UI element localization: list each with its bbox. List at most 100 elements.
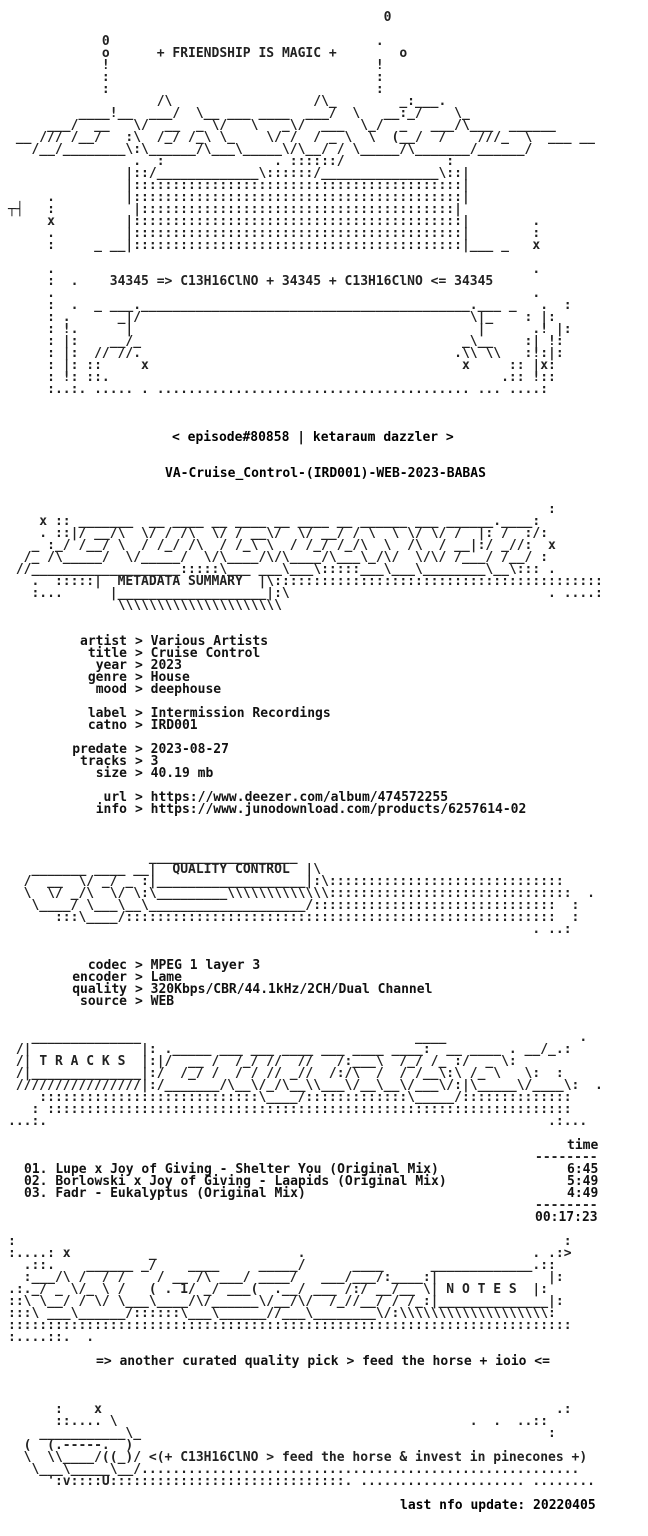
ascii-art: ////////////////|:/_______/\__\/_/\__\\_… bbox=[8, 1078, 603, 1093]
ascii-art: :....::. . bbox=[8, 1330, 95, 1345]
predate-value: > 2023-08-27 bbox=[135, 742, 229, 757]
ascii-art: :..:. ..... . ..........................… bbox=[8, 382, 549, 397]
banner-title: + FRIENDSHIP IS MAGIC + bbox=[156, 46, 337, 61]
codec-label: codec bbox=[87, 958, 127, 973]
ascii-art: 0 . bbox=[8, 34, 384, 49]
track-number: 03. bbox=[24, 1186, 48, 1201]
ascii-art: /|______________|:/ /_/ / / / // _// /:/… bbox=[8, 1066, 564, 1081]
title-text: Cruise Control bbox=[150, 646, 261, 661]
ascii-art: : . _ ___.______________________________… bbox=[8, 298, 572, 313]
ascii-art: \___\_____\__/..........................… bbox=[8, 1462, 580, 1477]
notes-section-title: N O T E S bbox=[446, 1282, 517, 1297]
ascii-art: ( (.-----. ) bbox=[8, 1438, 134, 1453]
quality-section-title: QUALITY CONTROL bbox=[172, 862, 290, 877]
label-label: label bbox=[87, 706, 127, 721]
track-number: 02. bbox=[24, 1174, 48, 1189]
catno-text: IRD001 bbox=[150, 718, 198, 733]
release-name: VA-Cruise_Control-(IRD001)-WEB-2023-BABA… bbox=[165, 466, 486, 481]
ascii-art: . |:::::::::::::::::::::::::::::::::::::… bbox=[8, 226, 541, 241]
ascii-art: /__/________\:\______/\___\_____\/\__/ /… bbox=[8, 142, 533, 157]
encoder-text: Lame bbox=[150, 970, 182, 985]
year-text: 2023 bbox=[150, 658, 182, 673]
ascii-art: \\\\\\\\\\\\\\\\\\\\\ bbox=[8, 598, 282, 613]
last-update: last nfo update: 20220405 bbox=[400, 1498, 596, 1513]
ascii-art: . . bbox=[8, 286, 541, 301]
artist-label: artist bbox=[80, 634, 127, 649]
track-time: 6:45 bbox=[567, 1162, 599, 1177]
ascii-art: : |: __/_ _\__ :| !: bbox=[8, 334, 564, 349]
label-value: > Intermission Recordings bbox=[135, 706, 331, 721]
episode-line: < episode#80858 | ketaraum dazzler > bbox=[172, 430, 454, 445]
codec-text: MPEG 1 layer 3 bbox=[150, 958, 261, 973]
encoder-value: > Lame bbox=[135, 970, 182, 985]
ascii-art: __ /// /__/ :\ /_/ /_\ \_ \/ / / _ \ \ (… bbox=[8, 130, 595, 145]
ascii-art: ___________________ bbox=[8, 850, 298, 865]
notes-text: => another curated quality pick > feed t… bbox=[96, 1354, 550, 1369]
codec-value: > MPEG 1 layer 3 bbox=[135, 958, 261, 973]
track-time: 5:49 bbox=[567, 1174, 599, 1189]
track-row: 01. Lupe x Joy of Giving - Shelter You (… bbox=[24, 1163, 439, 1176]
ascii-art: ::.... \ . . ..:: bbox=[8, 1414, 549, 1429]
track-time: 4:49 bbox=[567, 1186, 599, 1201]
track-row: 02. Borlowski x Joy of Giving - Laapids … bbox=[24, 1174, 447, 1189]
ascii-art: : . 34345 => C13H16ClNO + 34345 + C13H16… bbox=[8, 274, 494, 289]
ascii-art: ___/ __ \/ __ _ \/ \ _\/ ___ \_/ _ ___/\… bbox=[8, 118, 556, 133]
url-link[interactable]: https://www.deezer.com/album/474572255 bbox=[150, 790, 449, 805]
ascii-art: \____/ \___\__\____________________/::::… bbox=[8, 898, 580, 913]
label-text: Intermission Recordings bbox=[150, 706, 331, 721]
source-text: WEB bbox=[150, 994, 175, 1009]
ascii-art: :::\____/:::::::::::::::::::::::::::::::… bbox=[8, 910, 580, 925]
encoder-label: encoder bbox=[72, 970, 127, 985]
ascii-art: _______ ____ __| QUALITY CONTROL |\ bbox=[8, 862, 322, 877]
track-title: Fadr - Eukalyptus (Original Mix) bbox=[55, 1186, 306, 1201]
ascii-art: ___________\_ : bbox=[8, 1426, 556, 1441]
formula-line: 34345 => C13H16ClNO + 34345 + C13H16ClNO… bbox=[109, 274, 494, 289]
time-header: time bbox=[567, 1138, 599, 1153]
ascii-art: _ :_/ /__/ \ / /_/ /\ / /_\ \ / /_/ /_/\… bbox=[8, 538, 556, 553]
ascii-art: 0 bbox=[8, 10, 392, 25]
size-label: size bbox=[95, 766, 127, 781]
ascii-art: : : bbox=[8, 1234, 572, 1249]
ascii-art: /| |: ._____ ___ ___ ____ ___ ____ ____:… bbox=[8, 1042, 572, 1057]
url-value[interactable]: > https://www.deezer.com/album/474572255 bbox=[135, 790, 449, 805]
footer-tagline: <(+ C13H16ClNO > feed the horse & invest… bbox=[148, 1450, 588, 1465]
artist-value: > Various Artists bbox=[135, 634, 269, 649]
predate-text: 2023-08-27 bbox=[150, 742, 229, 757]
ascii-art: : x .: bbox=[8, 1402, 572, 1417]
divider: -------- bbox=[535, 1198, 598, 1213]
ascii-art: ____!__ ___/ \__ ___ ____ ___/ \ __:_/ \… bbox=[8, 106, 470, 121]
ascii-art: ':v::::U::::::::::::::::::::::::::::::. … bbox=[8, 1474, 595, 1489]
ascii-art: \ \/ _/\ \/ \:\_________\\\\\\\\\\\\\:::… bbox=[8, 886, 595, 901]
quality-label: quality bbox=[72, 982, 127, 997]
ascii-art: .:._/ _ \/_ \ / ( . 1/ _/ ___( .__/ ___ … bbox=[8, 1282, 549, 1297]
ascii-art: :....: x _ . . .:> bbox=[8, 1246, 572, 1261]
size-value: > 40.19 mb bbox=[135, 766, 214, 781]
ascii-art: x |:::::::::::::::::::::::::::::::::::::… bbox=[8, 214, 541, 229]
ascii-art: ::::::::::::::::::::::::::::::::::::::::… bbox=[8, 1318, 572, 1333]
ascii-art: . ..: bbox=[8, 922, 572, 937]
ascii-art: :::\ ___\______/::::::\___\______//___\_… bbox=[8, 1306, 556, 1321]
genre-label: genre bbox=[87, 670, 127, 685]
genre-text: House bbox=[150, 670, 190, 685]
predate-label: predate bbox=[72, 742, 127, 757]
title-value: > Cruise Control bbox=[135, 646, 261, 661]
divider: -------- bbox=[535, 1150, 598, 1165]
ascii-art: : !: ::. .:: !:: bbox=[8, 370, 556, 385]
ascii-art: |:::::::::::::::::::::::::::::::::::::::… bbox=[8, 178, 470, 193]
ascii-art: : ::::::::::::::::::::::::::::::::::::::… bbox=[8, 1102, 572, 1117]
source-value: > WEB bbox=[135, 994, 175, 1009]
ascii-art: : _ __|:::::::::::::::::::::::::::::::::… bbox=[8, 238, 541, 253]
mood-value: > deephouse bbox=[135, 682, 222, 697]
ascii-art: ::\ \__/ / \/ \___\____/\/______\/__/\/ … bbox=[8, 1294, 564, 1309]
ascii-art: . . bbox=[8, 262, 541, 277]
tracks-section-title: T R A C K S bbox=[39, 1054, 126, 1069]
info-value[interactable]: > https://www.junodownload.com/products/… bbox=[135, 802, 527, 817]
tracks-value: > 3 bbox=[135, 754, 159, 769]
ascii-art: ______________ ____ . bbox=[8, 1030, 588, 1045]
info-link[interactable]: https://www.junodownload.com/products/62… bbox=[150, 802, 527, 817]
size-text: 40.19 mb bbox=[150, 766, 214, 781]
ascii-art: : : bbox=[8, 82, 384, 97]
ascii-art: /\ /\_ _:___. bbox=[8, 94, 447, 109]
source-label: source bbox=[80, 994, 127, 1009]
tracks-text: 3 bbox=[150, 754, 159, 769]
